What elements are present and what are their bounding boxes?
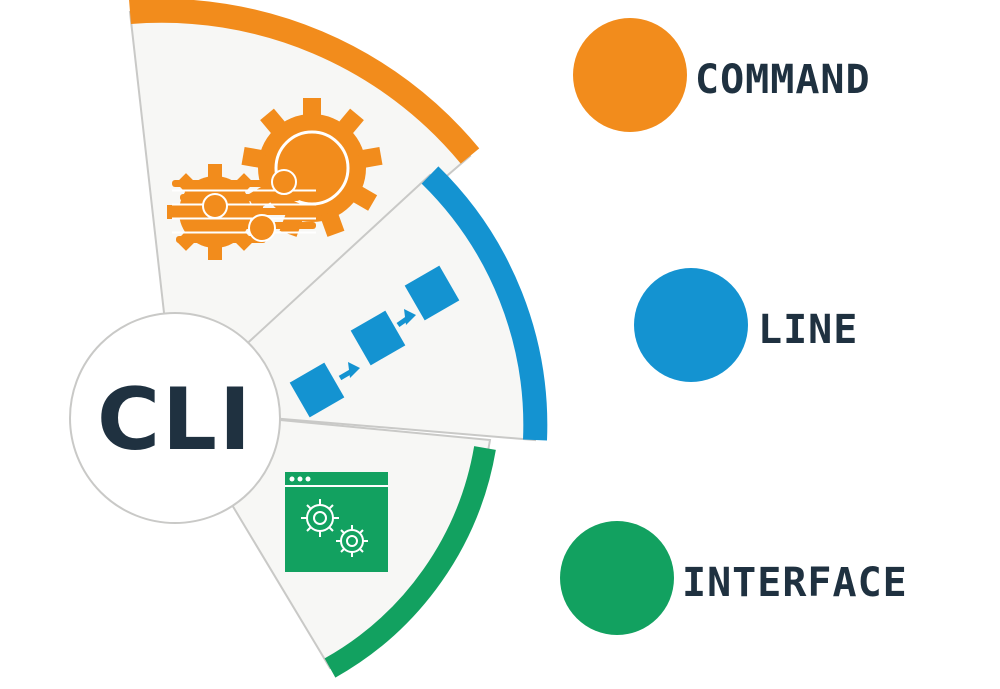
- legend-item-line: LINE: [634, 268, 858, 382]
- legend-item-interface: INTERFACE: [560, 521, 908, 635]
- segment-command-arc: [129, 0, 480, 164]
- flow-steps-icon: [289, 265, 460, 418]
- settings-window-icon: [285, 472, 388, 572]
- segment-line-arc: [421, 166, 548, 441]
- legend-label-line: LINE: [758, 307, 858, 353]
- legend-label-command: COMMAND: [695, 57, 871, 103]
- legend-item-command: COMMAND: [573, 18, 871, 132]
- gears-timeline-icon: [167, 98, 383, 260]
- legend-dot-command: [573, 18, 687, 132]
- segment-interface-arc: [324, 446, 496, 678]
- legend-dot-line: [634, 268, 748, 382]
- center-label: CLI: [97, 370, 253, 470]
- center-hub: CLI: [69, 312, 281, 524]
- legend-dot-interface: [560, 521, 674, 635]
- legend: COMMAND LINE INTERFACE: [560, 18, 908, 635]
- legend-label-interface: INTERFACE: [682, 560, 908, 606]
- center-circle: [69, 312, 281, 524]
